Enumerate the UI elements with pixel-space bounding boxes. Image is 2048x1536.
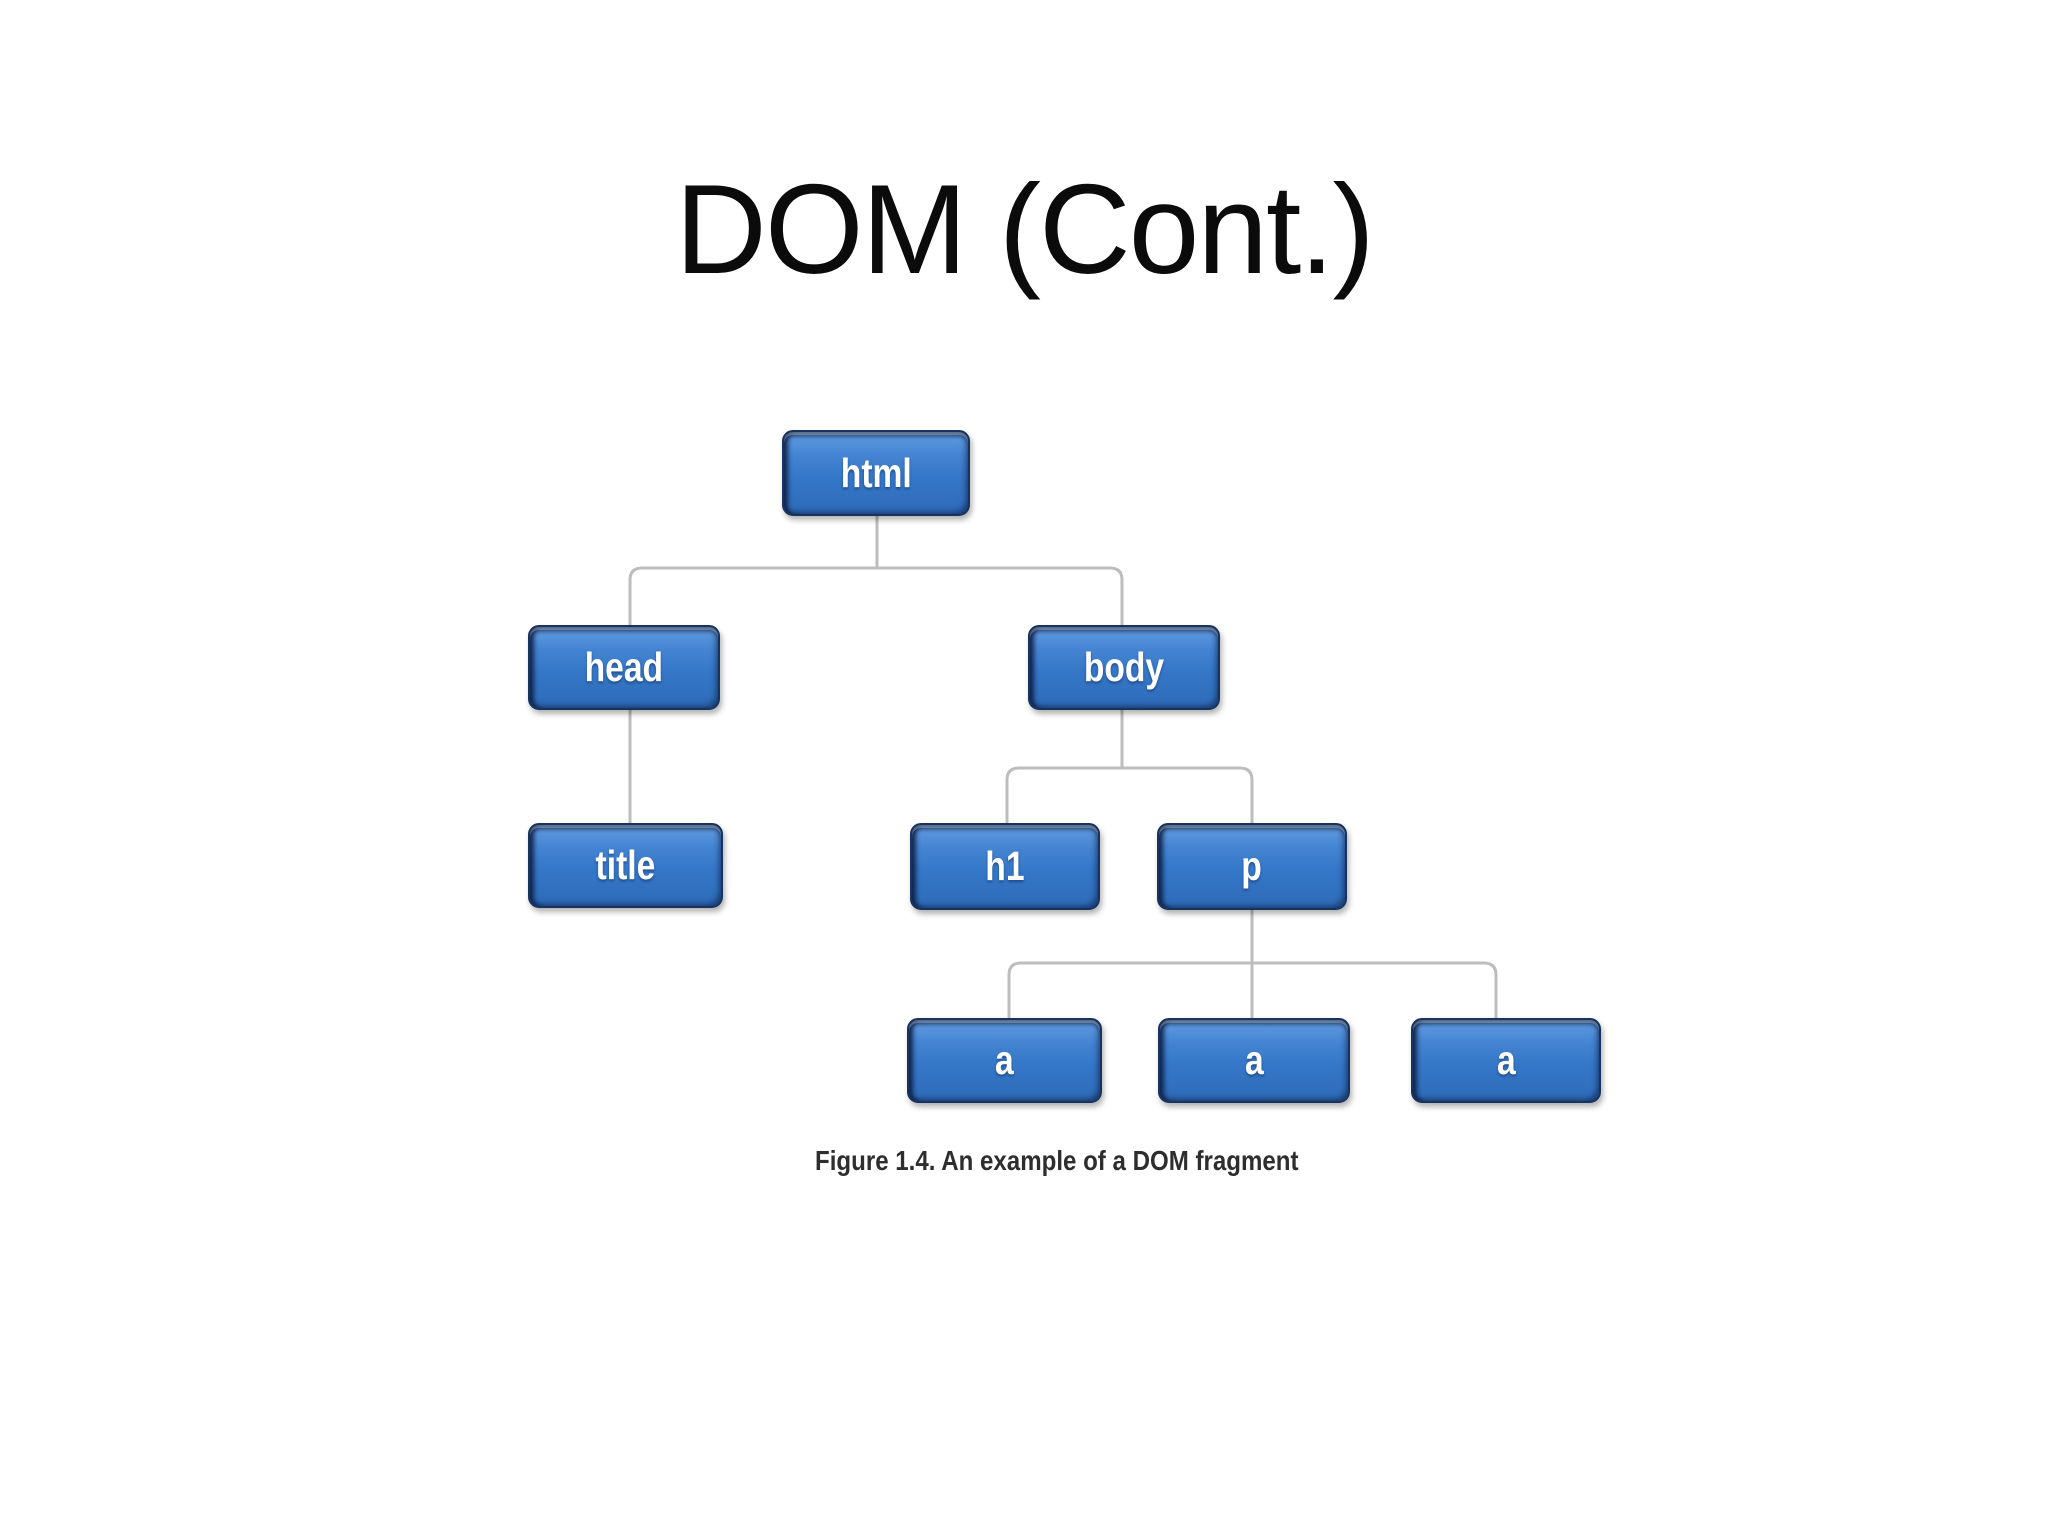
figure-caption: Figure 1.4. An example of a DOM fragment: [815, 1145, 1299, 1176]
node-a-3-label: a: [1496, 1037, 1516, 1083]
edge-body-h1: [1005, 710, 1124, 823]
node-a-2: a: [1158, 1018, 1350, 1103]
node-a-2-label: a: [1244, 1037, 1264, 1083]
edge-p-a1: [1007, 910, 1254, 1018]
node-title: title: [528, 823, 723, 908]
edge-html-head: [628, 516, 879, 625]
node-a-1-label: a: [995, 1037, 1014, 1083]
node-body: body: [1028, 625, 1220, 710]
node-p-label: p: [1241, 843, 1263, 889]
node-a-3: a: [1411, 1018, 1601, 1103]
edge-html-body: [875, 516, 1124, 625]
page-title: DOM (Cont.): [675, 158, 1375, 300]
node-p: p: [1157, 823, 1347, 910]
edge-body-p: [1120, 710, 1254, 823]
node-a-1: a: [907, 1018, 1102, 1103]
node-html: html: [782, 430, 970, 516]
node-body-label: body: [1083, 644, 1165, 690]
node-head: head: [528, 625, 720, 710]
node-h1-label: h1: [985, 843, 1025, 889]
edge-p-a3: [1250, 910, 1498, 1018]
node-title-label: title: [595, 842, 656, 888]
node-html-label: html: [840, 449, 912, 496]
node-h1: h1: [910, 823, 1100, 910]
node-head-label: head: [584, 644, 664, 690]
